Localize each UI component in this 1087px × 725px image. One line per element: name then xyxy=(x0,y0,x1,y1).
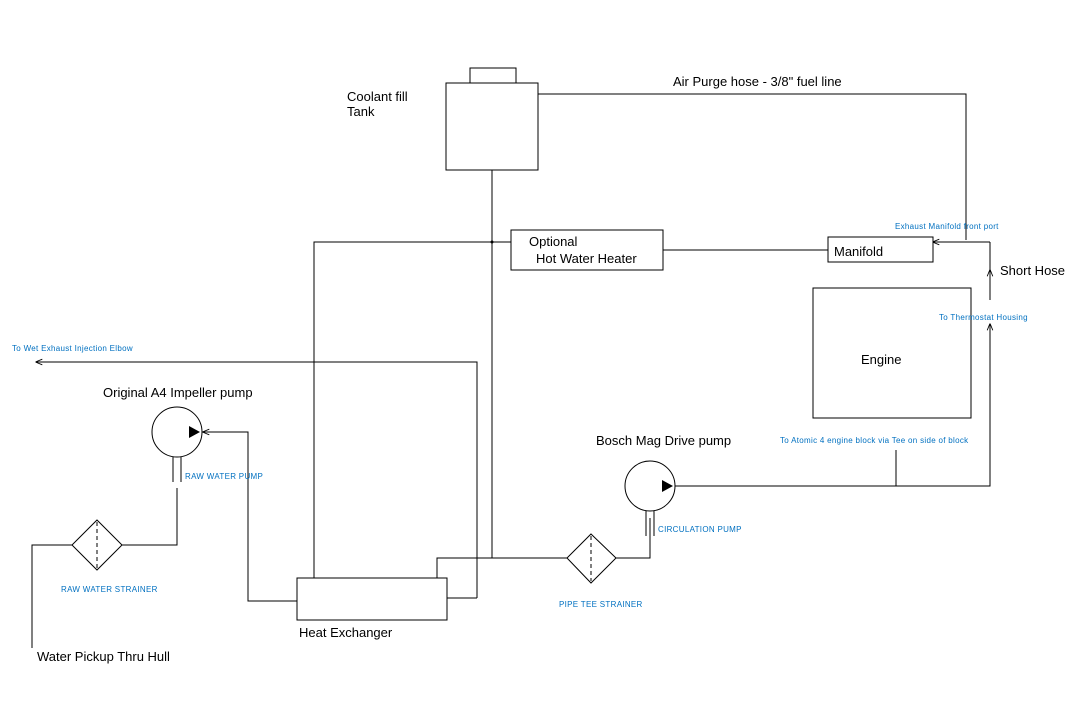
exhaust-manifold-port-note: Exhaust Manifold front port xyxy=(895,222,999,231)
pipe-tee-strainer-note: PIPE TEE STRAINER xyxy=(559,600,643,609)
hot-water-heater-box xyxy=(510,229,664,271)
short-hose-label: Short Hose xyxy=(1000,263,1065,278)
raw-water-pump-note: RAW WATER PUMP xyxy=(185,472,263,481)
tank-cap xyxy=(469,67,517,84)
bosch-pump-triangle xyxy=(662,480,673,492)
engine-block-note: To Atomic 4 engine block via Tee on side… xyxy=(780,436,969,445)
water-pickup-line xyxy=(31,544,72,648)
pipe-lines xyxy=(31,93,991,648)
heat-exchanger-box xyxy=(296,577,448,621)
manifold-box xyxy=(827,236,934,263)
exchanger-to-strainer xyxy=(436,557,567,578)
impeller-pump-triangle xyxy=(189,426,200,438)
pipe-tee-strainer xyxy=(566,533,617,584)
pump-to-thermostat xyxy=(675,328,991,487)
raw-strainer-to-impeller xyxy=(122,488,178,546)
wet-exhaust-line xyxy=(36,362,478,598)
air-purge-label: Air Purge hose - 3/8" fuel line xyxy=(673,74,842,89)
manifold-label: Manifold xyxy=(834,244,883,259)
thermostat-housing-note: To Thermostat Housing xyxy=(939,313,1028,322)
engine-label: Engine xyxy=(861,352,901,367)
bosch-pump-label: Bosch Mag Drive pump xyxy=(596,433,731,448)
raw-water-strainer xyxy=(71,519,123,571)
coolant-fill-tank xyxy=(445,67,539,171)
heat-exchanger-label: Heat Exchanger xyxy=(299,625,393,640)
impeller-pump xyxy=(151,406,203,482)
impeller-to-exchanger xyxy=(203,432,297,602)
heater-left-loop xyxy=(313,241,511,578)
impeller-pump-body xyxy=(151,406,203,458)
water-pickup-label: Water Pickup Thru Hull xyxy=(37,649,170,664)
engine-box xyxy=(812,287,972,419)
bosch-pump-body xyxy=(624,460,676,512)
wet-exhaust-note: To Wet Exhaust Injection Elbow xyxy=(12,344,133,353)
impeller-pump-label: Original A4 Impeller pump xyxy=(103,385,253,400)
hot-water-heater-label: Optional Hot Water Heater xyxy=(529,234,637,266)
coolant-tank-label: Coolant fill Tank xyxy=(347,89,411,119)
strainer-to-circ-pump xyxy=(616,518,651,559)
bosch-mag-drive-pump xyxy=(624,460,676,536)
raw-water-strainer-note: RAW WATER STRAINER xyxy=(61,585,158,594)
circulation-pump-note: CIRCULATION PUMP xyxy=(658,525,742,534)
air-purge-hose-line xyxy=(538,93,967,240)
tank-body xyxy=(445,82,539,171)
junction-dot xyxy=(490,240,494,244)
